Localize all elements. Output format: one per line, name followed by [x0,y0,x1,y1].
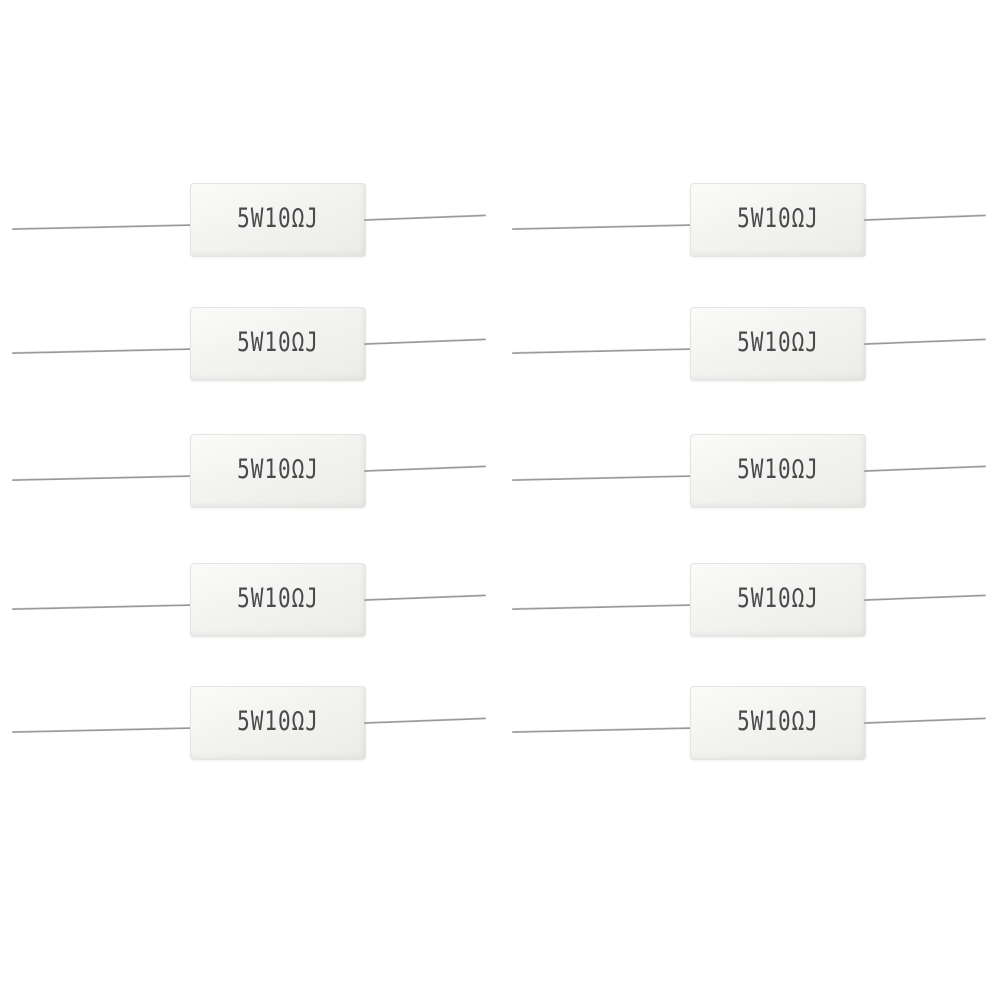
cement-resistor: 5W10ΩJ [12,563,492,643]
cement-resistor: 5W10ΩJ [12,183,492,263]
cement-resistor: 5W10ΩJ [12,434,492,514]
resistor-marking: 5W10ΩJ [737,203,819,233]
ceramic-body: 5W10ΩJ [690,686,866,760]
wire-lead-left [12,348,193,355]
resistor-marking: 5W10ΩJ [237,327,319,357]
resistor-marking: 5W10ΩJ [737,327,819,357]
cement-resistor: 5W10ΩJ [512,563,992,643]
ceramic-body: 5W10ΩJ [690,183,866,257]
wire-lead-right [863,465,986,472]
resistor-marking: 5W10ΩJ [737,454,819,484]
ceramic-body: 5W10ΩJ [690,563,866,637]
wire-lead-right [863,594,986,601]
wire-lead-left [512,348,693,355]
wire-lead-right [863,214,986,221]
cement-resistor: 5W10ΩJ [512,183,992,263]
wire-lead-left [12,727,193,734]
resistor-marking: 5W10ΩJ [237,203,319,233]
resistor-marking: 5W10ΩJ [737,706,819,736]
wire-lead-right [363,465,486,472]
wire-lead-right [363,214,486,221]
wire-lead-left [512,475,693,482]
ceramic-body: 5W10ΩJ [690,434,866,508]
cement-resistor: 5W10ΩJ [512,434,992,514]
cement-resistor: 5W10ΩJ [12,686,492,766]
resistor-marking: 5W10ΩJ [237,454,319,484]
ceramic-body: 5W10ΩJ [190,183,366,257]
cement-resistor: 5W10ΩJ [512,686,992,766]
ceramic-body: 5W10ΩJ [190,686,366,760]
wire-lead-right [363,594,486,601]
cement-resistor: 5W10ΩJ [512,307,992,387]
resistor-marking: 5W10ΩJ [237,706,319,736]
wire-lead-right [863,338,986,345]
ceramic-body: 5W10ΩJ [190,563,366,637]
ceramic-body: 5W10ΩJ [690,307,866,381]
cement-resistor: 5W10ΩJ [12,307,492,387]
wire-lead-right [363,717,486,724]
wire-lead-left [12,475,193,482]
wire-lead-left [512,224,693,231]
ceramic-body: 5W10ΩJ [190,307,366,381]
resistor-marking: 5W10ΩJ [237,583,319,613]
resistor-marking: 5W10ΩJ [737,583,819,613]
wire-lead-right [863,717,986,724]
wire-lead-right [363,338,486,345]
wire-lead-left [512,727,693,734]
wire-lead-left [12,604,193,611]
wire-lead-left [12,224,193,231]
wire-lead-left [512,604,693,611]
ceramic-body: 5W10ΩJ [190,434,366,508]
